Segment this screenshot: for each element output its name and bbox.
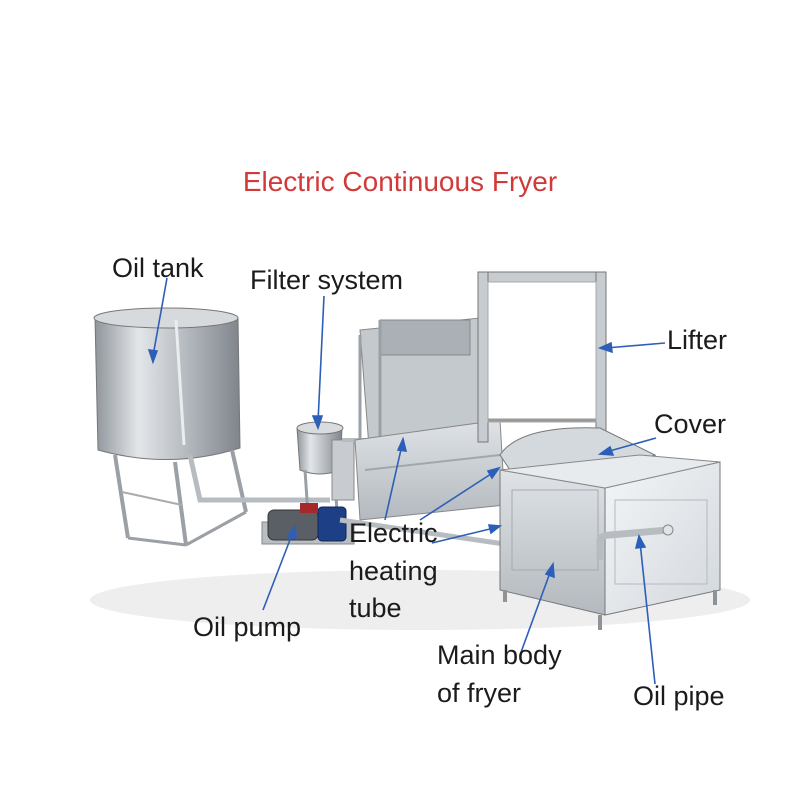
- oil-pump-shape: [261, 503, 355, 545]
- label-oil-pump: Oil pump: [193, 612, 302, 642]
- arrow-oil-pipe: [634, 533, 656, 685]
- lifter-shape: [477, 271, 607, 443]
- label-electric-heating-tube-line2: heating: [349, 556, 438, 586]
- arrow-oil-tank: [147, 277, 168, 365]
- label-filter-system: Filter system: [250, 265, 404, 295]
- diagram-title: Electric Continuous Fryer: [242, 166, 558, 197]
- arrow-lifter: [597, 341, 666, 354]
- annotation-arrows: [147, 277, 666, 685]
- arrow-electric-heating-tube: [384, 436, 503, 544]
- arrow-cover: [597, 437, 657, 456]
- arrow-oil-pump: [262, 523, 297, 611]
- label-electric-heating-tube-line1: Electric: [349, 518, 438, 548]
- arrow-filter-system: [311, 295, 325, 431]
- label-oil-tank: Oil tank: [112, 253, 204, 283]
- conveyor-section: [339, 317, 601, 561]
- oil-tank-shape: [93, 307, 330, 547]
- label-electric-heating-tube-line3: tube: [349, 593, 402, 623]
- label-cover: Cover: [654, 409, 727, 439]
- label-oil-pipe: Oil pipe: [633, 681, 725, 711]
- oil-pipe-shape: [596, 524, 674, 560]
- label-main-body-line2: of fryer: [437, 678, 522, 708]
- label-lifter: Lifter: [667, 325, 728, 355]
- main-body-shape: [499, 454, 721, 630]
- label-main-body-line1: Main body: [437, 640, 562, 670]
- arrow-main-body: [519, 561, 555, 656]
